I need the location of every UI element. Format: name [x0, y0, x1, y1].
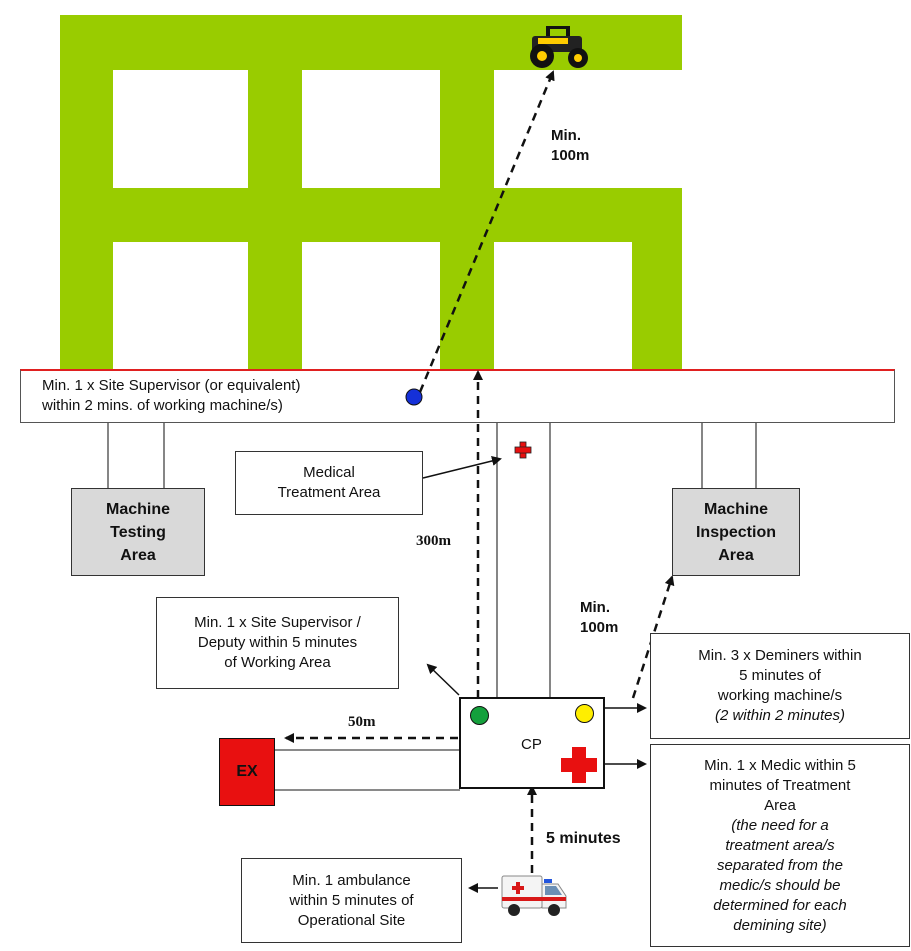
- machine-distance-arrow: [418, 70, 555, 393]
- medical-treatment-area-box: Medical Treatment Area: [235, 451, 423, 515]
- cp-box: CP: [459, 697, 605, 789]
- cp-medical-cross-icon: [561, 747, 597, 783]
- medic-box: Min. 1 x Medic within 5 minutes of Treat…: [650, 744, 910, 947]
- ambulance-icon: [501, 875, 567, 916]
- medical-cross-icon: [514, 441, 532, 459]
- working-area-cell: [494, 242, 632, 370]
- deminers-note: (2 within 2 minutes): [714, 707, 846, 724]
- medic-text: Min. 1 x Medic within 5 minutes of Treat…: [704, 756, 856, 814]
- ambulance-time-label: 5 minutes: [546, 830, 621, 847]
- working-area-cell: [302, 242, 440, 370]
- supervisor-dot: [405, 388, 423, 406]
- deminers-text: Min. 3 x Deminers within 5 minutes of wo…: [698, 647, 862, 704]
- working-area-cell: [302, 70, 440, 188]
- safe-lane: [20, 369, 895, 423]
- machine-inspection-area-box: Machine Inspection Area: [672, 488, 800, 576]
- deminers-box: Min. 3 x Deminers within 5 minutes of wo…: [650, 633, 910, 739]
- working-area-cell: [494, 70, 682, 188]
- medic-note: (the need for a treatment area/s separat…: [713, 816, 847, 934]
- cp-yellow-dot: [575, 704, 594, 723]
- cp-label: CP: [521, 736, 542, 753]
- cp-green-dot: [470, 706, 489, 725]
- site-supervisor-deputy-box: Min. 1 x Site Supervisor / Deputy within…: [156, 597, 399, 689]
- working-area-cell: [113, 70, 248, 188]
- site-supervisor-lane-label: Min. 1 x Site Supervisor (or equivalent)…: [42, 377, 301, 414]
- tractor-icon: [530, 26, 588, 68]
- supervisor-deputy-arrow: [426, 663, 460, 696]
- medical-area-arrow: [422, 456, 502, 479]
- inspection-distance-label: Min. 100m: [580, 599, 619, 636]
- ex-distance-label: 50m: [348, 714, 376, 730]
- working-area-cell: [113, 242, 248, 370]
- ambulance-note-box: Min. 1 ambulance within 5 minutes of Ope…: [241, 858, 462, 943]
- machine-testing-area-box: Machine Testing Area: [71, 488, 205, 576]
- corridor-distance-label: 300m: [416, 533, 451, 549]
- machine-distance-label: Min. 100m: [551, 127, 590, 164]
- ex-box: EX: [219, 738, 275, 806]
